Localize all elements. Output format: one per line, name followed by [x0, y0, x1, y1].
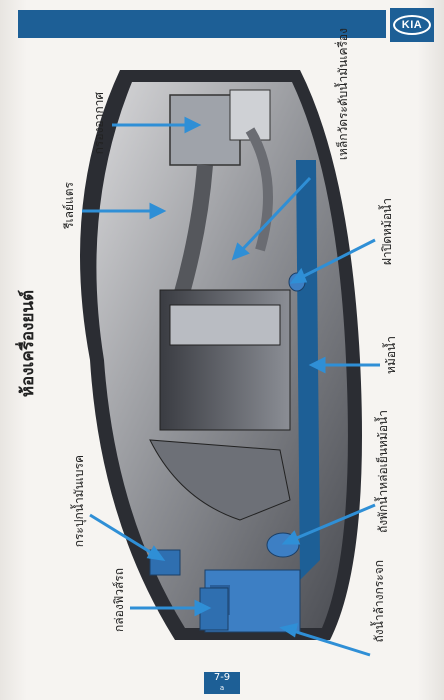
label-air-cleaner: กรองอากาศ	[92, 92, 106, 155]
air-cleaner-shape	[169, 94, 241, 166]
label-fuse-relay: รีเลย์แตร	[62, 182, 76, 229]
callout-arrows	[82, 116, 380, 657]
radiator-shape	[296, 160, 320, 580]
label-coolant-reservoir: ถังพักน้ำหล่อเย็นหม้อน้ำ	[376, 410, 390, 534]
label-fuse-box: กล่องฟิวส์รถ	[112, 568, 126, 632]
label-radiator-cap: ฝาปิดหม้อน้ำ	[380, 198, 394, 266]
kia-logo-text: KIA	[393, 15, 431, 35]
kia-logo: KIA	[390, 8, 434, 42]
intake-hose	[172, 164, 213, 303]
label-oil-dipstick: เหล็กวัดระดับน้ำมันเครื่อง	[336, 28, 350, 161]
page-number-tab: 7-9 a	[204, 672, 240, 694]
label-brake-fluid: กระปุกน้ำมันเบรค	[72, 455, 86, 548]
label-washer-reservoir: ถังน้ำล้างกระจก	[372, 560, 386, 643]
header-bar	[18, 10, 386, 38]
label-radiator: หม้อน้ำ	[384, 336, 398, 374]
page-number: 7-9	[213, 672, 231, 683]
page-subnumber: a	[219, 684, 225, 692]
